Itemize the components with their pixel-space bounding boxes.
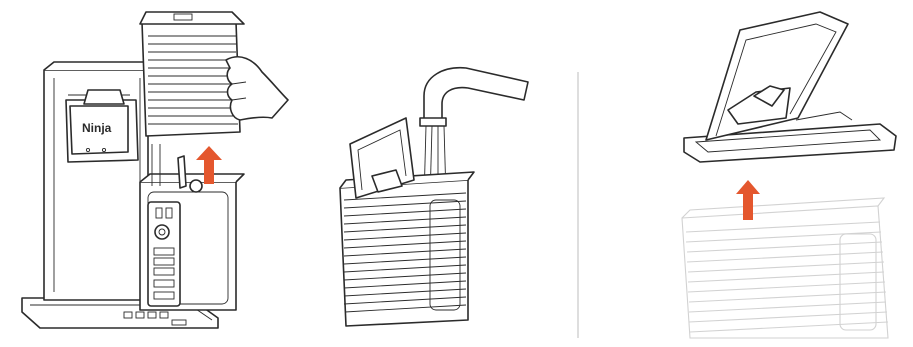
hand xyxy=(226,57,288,120)
panel-filling-reservoir xyxy=(340,68,528,326)
brew-head: Ninja xyxy=(66,90,138,162)
control-panel xyxy=(148,202,180,306)
brand-label: Ninja xyxy=(82,121,112,135)
reservoir-ghost xyxy=(682,198,888,338)
faucet xyxy=(420,68,528,126)
water-reservoir-lifted xyxy=(140,12,288,136)
panel-coffee-maker: Ninja xyxy=(22,12,288,328)
panel-removing-lid xyxy=(682,12,896,338)
reservoir-lid xyxy=(684,12,896,162)
water-reservoir xyxy=(340,118,474,326)
